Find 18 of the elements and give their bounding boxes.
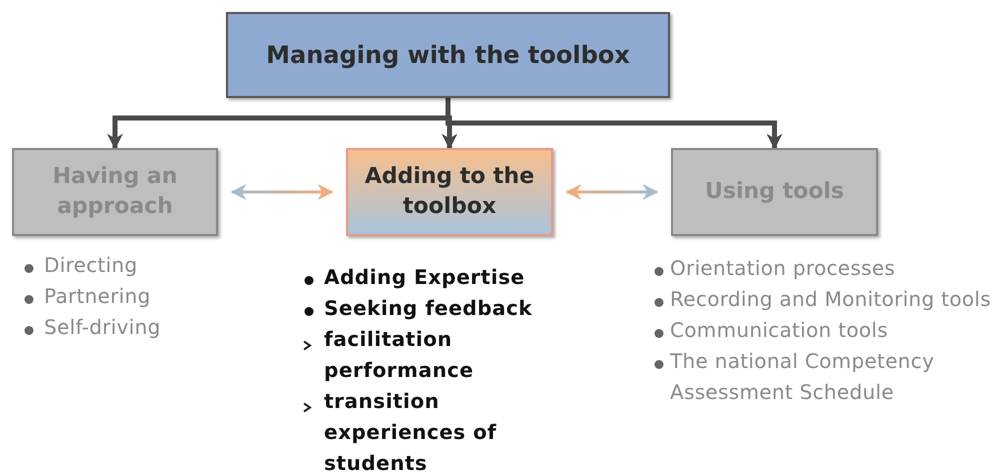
list-item: transition experiences of students: [324, 388, 498, 473]
list-item: Adding Expertise: [324, 264, 525, 291]
category-box: [671, 148, 878, 236]
list-item: Recording and Monitoring tools: [670, 286, 991, 313]
category-box: [12, 148, 218, 236]
arrow: [230, 184, 334, 200]
list-item: Directing: [44, 252, 138, 279]
arrow: [565, 184, 659, 200]
box-label: Adding to the toolbox: [364, 163, 536, 221]
list-item: The national Competency Assessment Schedule: [670, 348, 936, 406]
list-item: Communication tools: [670, 317, 888, 344]
title-box: [226, 12, 670, 98]
list-item: Partnering: [44, 283, 151, 310]
category-box: [346, 148, 553, 236]
list-item: Seeking feedback: [324, 295, 532, 322]
box-label: Managing with the toolbox: [265, 40, 631, 71]
list-item: Self-driving: [44, 314, 161, 341]
list-item: Orientation processes: [670, 255, 896, 282]
